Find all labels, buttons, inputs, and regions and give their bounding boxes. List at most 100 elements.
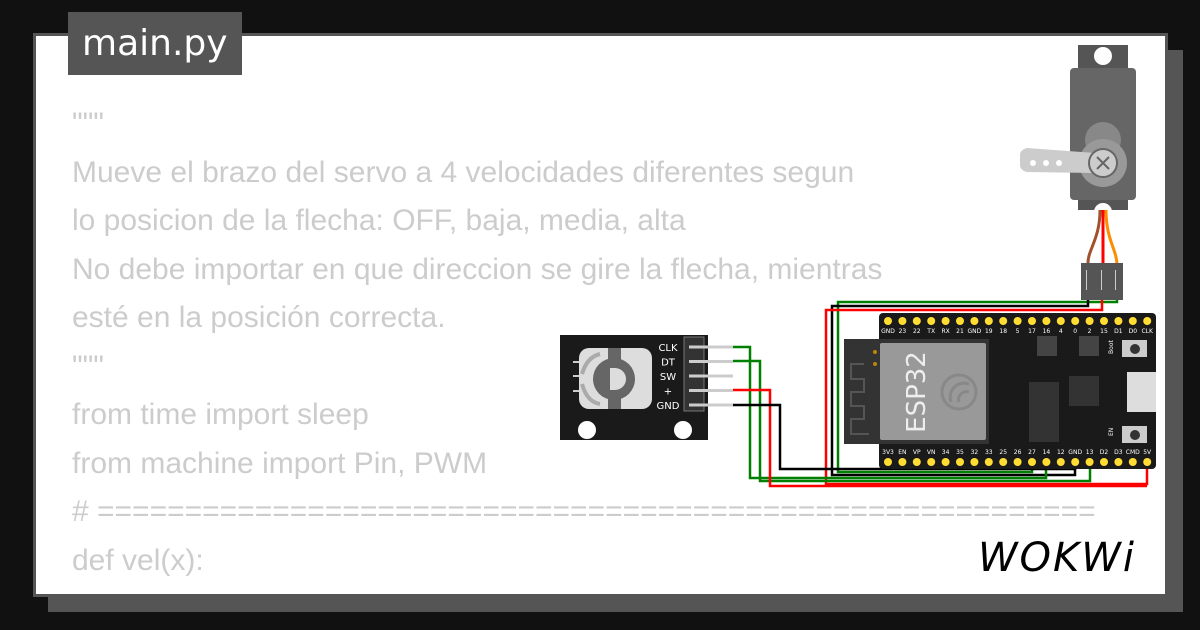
esp32-pin[interactable] (884, 458, 892, 466)
encoder-pin[interactable] (689, 374, 733, 378)
wire-enc-clk (733, 345, 1048, 480)
esp32-pin[interactable] (1013, 458, 1022, 466)
esp32-pin-label: 32 (971, 449, 979, 456)
en-label: EN (1108, 428, 1115, 436)
wire-enc-plus (733, 388, 1147, 488)
esp32-pin-label: 16 (1043, 328, 1051, 335)
esp32-label: ESP32 (902, 351, 932, 433)
esp32-pin-label: 12 (1057, 449, 1065, 456)
esp32-pin-label: 17 (1028, 328, 1036, 335)
code-line: """ (72, 349, 104, 383)
code-line: No debe importar en que direccion se gir… (72, 252, 883, 286)
encoder-pin[interactable] (689, 345, 733, 349)
esp32-pin[interactable] (956, 458, 964, 466)
esp32-pin[interactable] (1085, 458, 1094, 466)
esp32-pin-label: 5 (1016, 328, 1020, 335)
esp32-pin[interactable] (1056, 458, 1065, 466)
esp32-pin-label: VN (927, 449, 936, 456)
encoder-pin[interactable] (689, 360, 733, 363)
esp32-pin[interactable] (1128, 317, 1137, 325)
esp32-pin-label: EN (898, 449, 906, 456)
esp32-pin[interactable] (1013, 317, 1022, 325)
esp32-pin[interactable] (927, 317, 936, 325)
esp32-pin-label: 15 (1100, 328, 1108, 335)
esp32-pin-label: 35 (956, 449, 964, 456)
esp32-pin[interactable] (1085, 317, 1094, 325)
esp32-pin-label: D2 (1100, 449, 1109, 456)
espressif-logo-icon (940, 373, 978, 411)
esp32-pin[interactable] (1128, 458, 1137, 466)
esp32-pin[interactable] (1100, 458, 1108, 466)
wire-enc-dt (733, 359, 1092, 483)
esp32-pin[interactable] (941, 317, 950, 325)
esp32-pin[interactable] (898, 458, 907, 466)
esp32-pin[interactable] (1028, 317, 1036, 325)
file-tab[interactable]: main.py (68, 12, 242, 75)
esp32-pin[interactable] (898, 317, 907, 325)
esp32-pin[interactable] (999, 317, 1008, 325)
code-line: lo posicion de la flecha: OFF, baja, med… (72, 204, 686, 237)
encoder-pin-label: GND (657, 401, 680, 412)
esp32-pin[interactable] (1071, 458, 1080, 466)
code-view: """Mueve el brazo del servo a 4 velocida… (72, 100, 1096, 585)
esp32-pin-label: D1 (1114, 328, 1123, 335)
esp32-pin-label: 27 (1028, 449, 1036, 456)
esp32-pin-label: 34 (942, 449, 950, 456)
code-line: from machine import Pin, PWM (72, 446, 488, 480)
esp32-pin[interactable] (1042, 458, 1051, 466)
code-line: def vel(x): (72, 543, 204, 577)
esp32-pin[interactable] (1143, 317, 1152, 325)
esp32-pin-label: CLK (1141, 328, 1154, 335)
usb-port (1127, 372, 1156, 412)
esp32-pin-label: 22 (913, 328, 921, 335)
esp32-pin[interactable] (984, 317, 993, 325)
esp32-pin[interactable] (1056, 317, 1065, 325)
esp32-pin-label: TX (926, 328, 935, 335)
esp32-pin[interactable] (1071, 317, 1080, 325)
wokwi-logo: WOKWi (978, 535, 1136, 581)
wire-servo-power (824, 290, 1149, 486)
esp32-pin[interactable] (941, 458, 950, 466)
esp32-pin-label: 19 (985, 328, 993, 335)
esp32-pin-label: 0 (1073, 328, 1077, 335)
boot-label: Boot (1108, 340, 1115, 354)
esp32-pin[interactable] (970, 317, 979, 325)
code-line: """ (72, 107, 104, 140)
esp32-pin-label: 3V3 (882, 449, 894, 456)
esp32-pin-label: 4 (1059, 328, 1063, 335)
esp32-pin[interactable] (1114, 458, 1123, 466)
esp32-pin[interactable] (1114, 317, 1123, 325)
servo-motor[interactable] (1020, 45, 1136, 300)
esp32-pin-label: CMD (1126, 449, 1140, 456)
esp32-pin[interactable] (1042, 317, 1051, 325)
esp32-pin-label: GND (1068, 449, 1082, 456)
esp32-pin-label: RX (941, 328, 949, 335)
esp32-pin-label: 25 (999, 449, 1007, 456)
esp32-pin[interactable] (912, 317, 921, 325)
encoder-pin[interactable] (689, 389, 733, 392)
esp32-pin-label: 2 (1088, 328, 1092, 335)
wire-servo-gnd (830, 290, 1090, 477)
esp32-pin[interactable] (999, 458, 1008, 466)
esp32-pin[interactable] (1028, 458, 1036, 466)
esp32-pin[interactable] (912, 458, 921, 466)
esp32-pin[interactable] (984, 458, 993, 466)
esp32-pin[interactable] (1100, 317, 1108, 325)
esp32-pin[interactable] (927, 458, 936, 466)
esp32-pin-label: GND (968, 328, 982, 335)
esp32-pin-label: 21 (956, 328, 964, 335)
esp32-pin[interactable] (970, 458, 979, 466)
encoder-pin[interactable] (689, 403, 733, 407)
esp32-pin[interactable] (1143, 458, 1152, 466)
esp32-pin-label: 5V (1143, 449, 1152, 456)
esp32-pin[interactable] (956, 317, 964, 325)
esp32-pin[interactable] (884, 317, 892, 325)
esp32-pin-label: 18 (999, 328, 1007, 335)
esp32-pin-label: 13 (1086, 449, 1094, 456)
encoder-pin-label: DT (661, 358, 676, 369)
esp32-pin-label: GND (881, 328, 895, 335)
esp32-pin-label: 14 (1043, 449, 1051, 456)
